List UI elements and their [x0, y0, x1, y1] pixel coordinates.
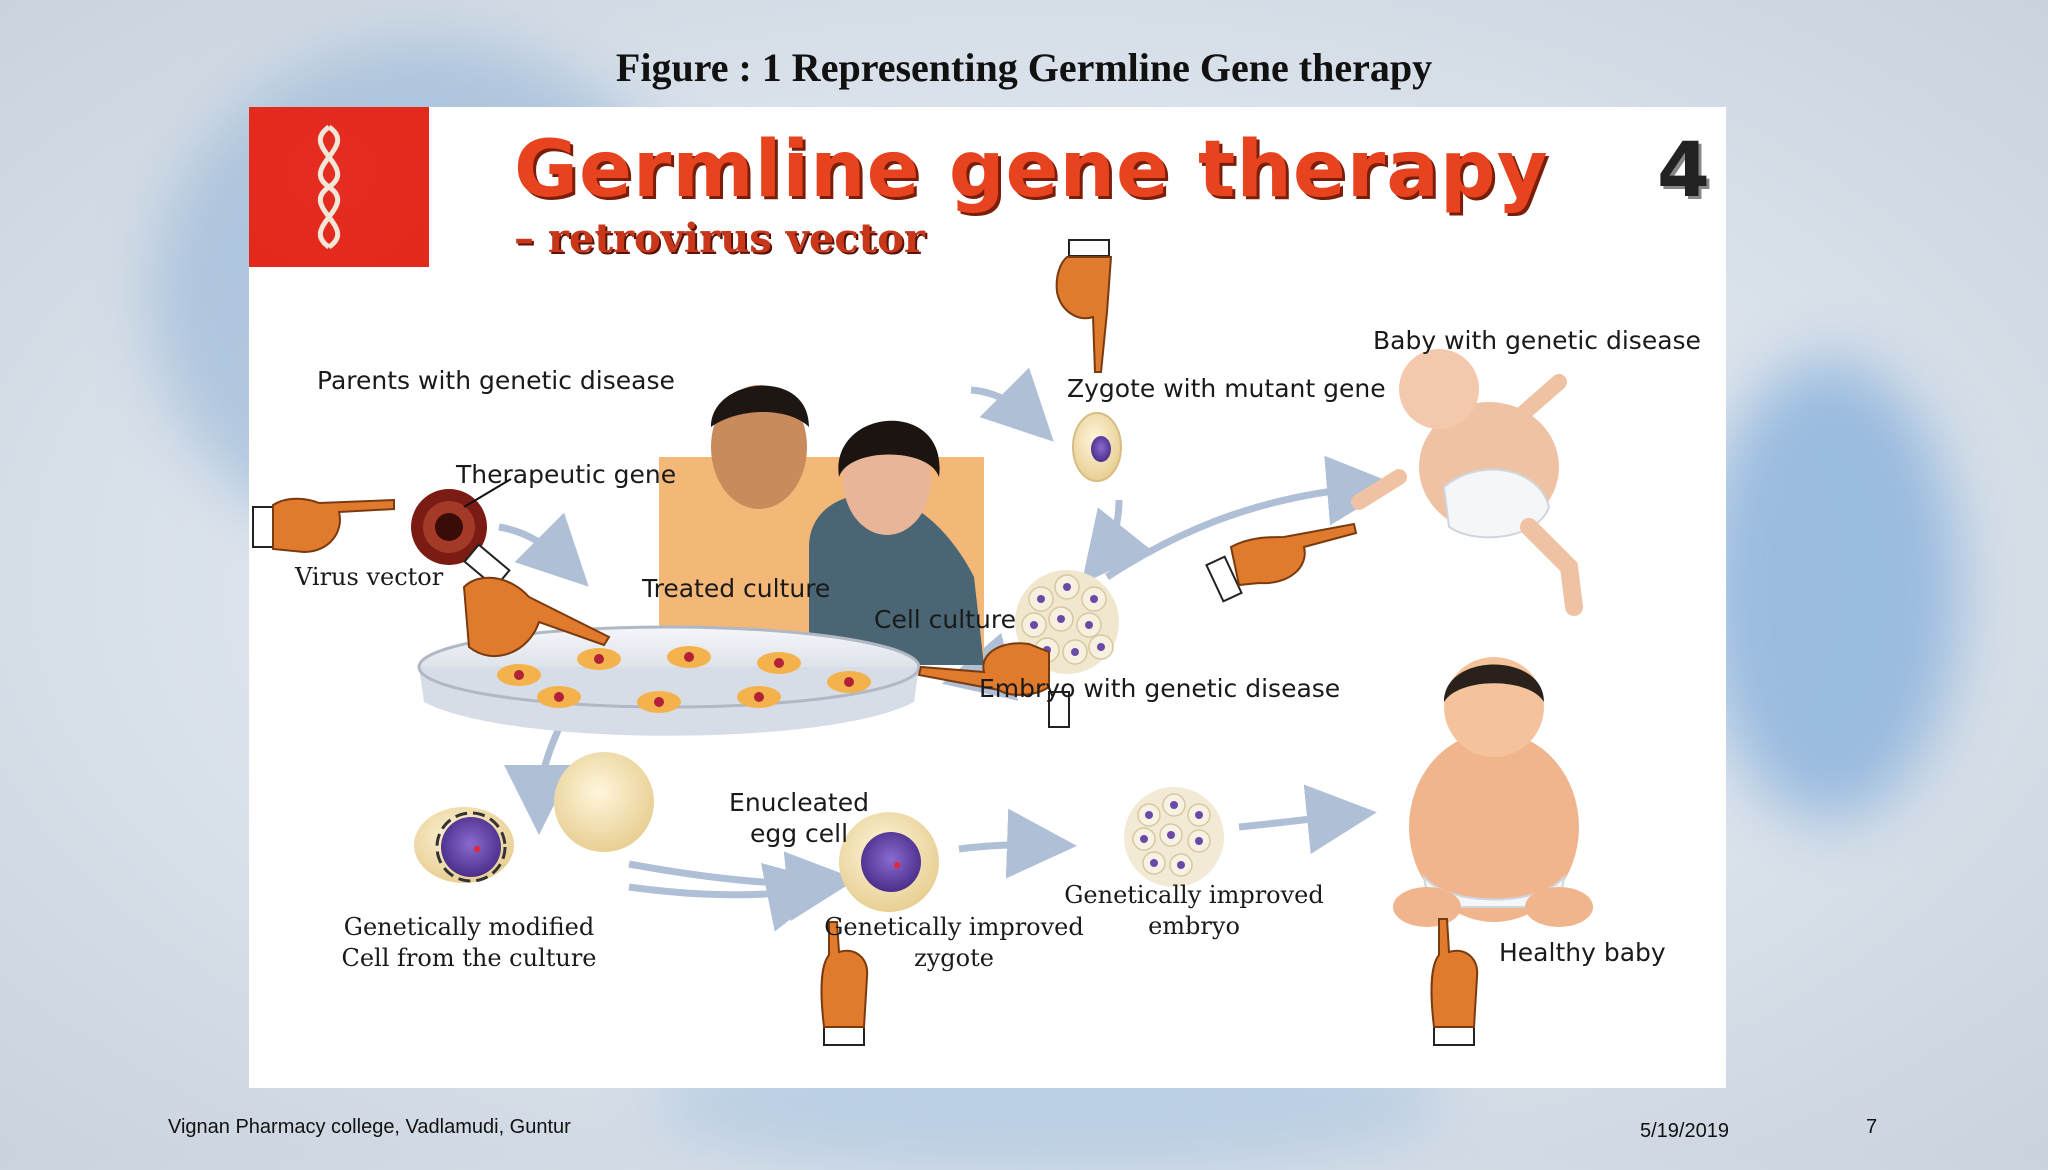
figure-number: 4 [1657, 125, 1710, 214]
footer-date: 5/19/2019 [1640, 1120, 1729, 1142]
baby-illustration [1393, 657, 1593, 927]
label-gm-cell: Genetically modified Cell from the cultu… [341, 913, 597, 972]
pointing-hand-icon [1430, 918, 1479, 1046]
egg-cell-icon [839, 812, 939, 912]
petri-dish-icon [417, 625, 921, 736]
dna-logo-icon [249, 107, 429, 267]
footer-page-number: 7 [1866, 1116, 1878, 1138]
figure-panel: Germline gene therapy – retrovirus vecto… [249, 107, 1726, 1088]
pointing-hand-icon [1055, 239, 1113, 373]
label-treated-culture: Treated culture [642, 574, 831, 603]
footer-institution: Vignan Pharmacy college, Vadlamudi, Gunt… [168, 1116, 571, 1138]
egg-cell-icon [1072, 412, 1122, 482]
figure-artwork [249, 107, 1593, 1046]
egg-cell-icon [554, 752, 654, 852]
label-zygote-mutant: Zygote with mutant gene [1067, 374, 1386, 403]
label-parents: Parents with genetic disease [317, 366, 675, 395]
embryo-icon [1124, 787, 1224, 887]
pointing-hand-icon [252, 497, 395, 554]
label-embryo-disease: Embryo with genetic disease [979, 674, 1341, 703]
label-enucleated: Enucleated egg cell [729, 788, 869, 848]
pointing-hand-icon [917, 642, 1070, 728]
label-virus-vector: Virus vector [295, 563, 444, 591]
label-gi-zygote: Genetically improved zygote [824, 913, 1084, 972]
slide-title: Figure : 1 Representing Germline Gene th… [615, 45, 1433, 90]
label-baby-disease: Baby with genetic disease [1373, 326, 1701, 355]
label-gi-embryo: Genetically improved embryo [1064, 881, 1324, 940]
label-cell-culture: Cell culture [874, 605, 1016, 634]
label-healthy-baby: Healthy baby [1499, 938, 1666, 967]
pointing-hand-icon [1205, 522, 1358, 603]
pointing-hand-icon [462, 543, 611, 657]
pointing-hand-icon [820, 921, 869, 1046]
label-therapeutic-gene: Therapeutic gene [456, 460, 677, 489]
background-blob [1700, 360, 1960, 820]
egg-cell-icon [414, 807, 514, 883]
baby-illustration [1351, 349, 1583, 616]
figure-subheading: – retrovirus vector [514, 215, 925, 262]
figure-heading: Germline gene therapy [514, 125, 1549, 215]
virus-icon [411, 478, 512, 565]
